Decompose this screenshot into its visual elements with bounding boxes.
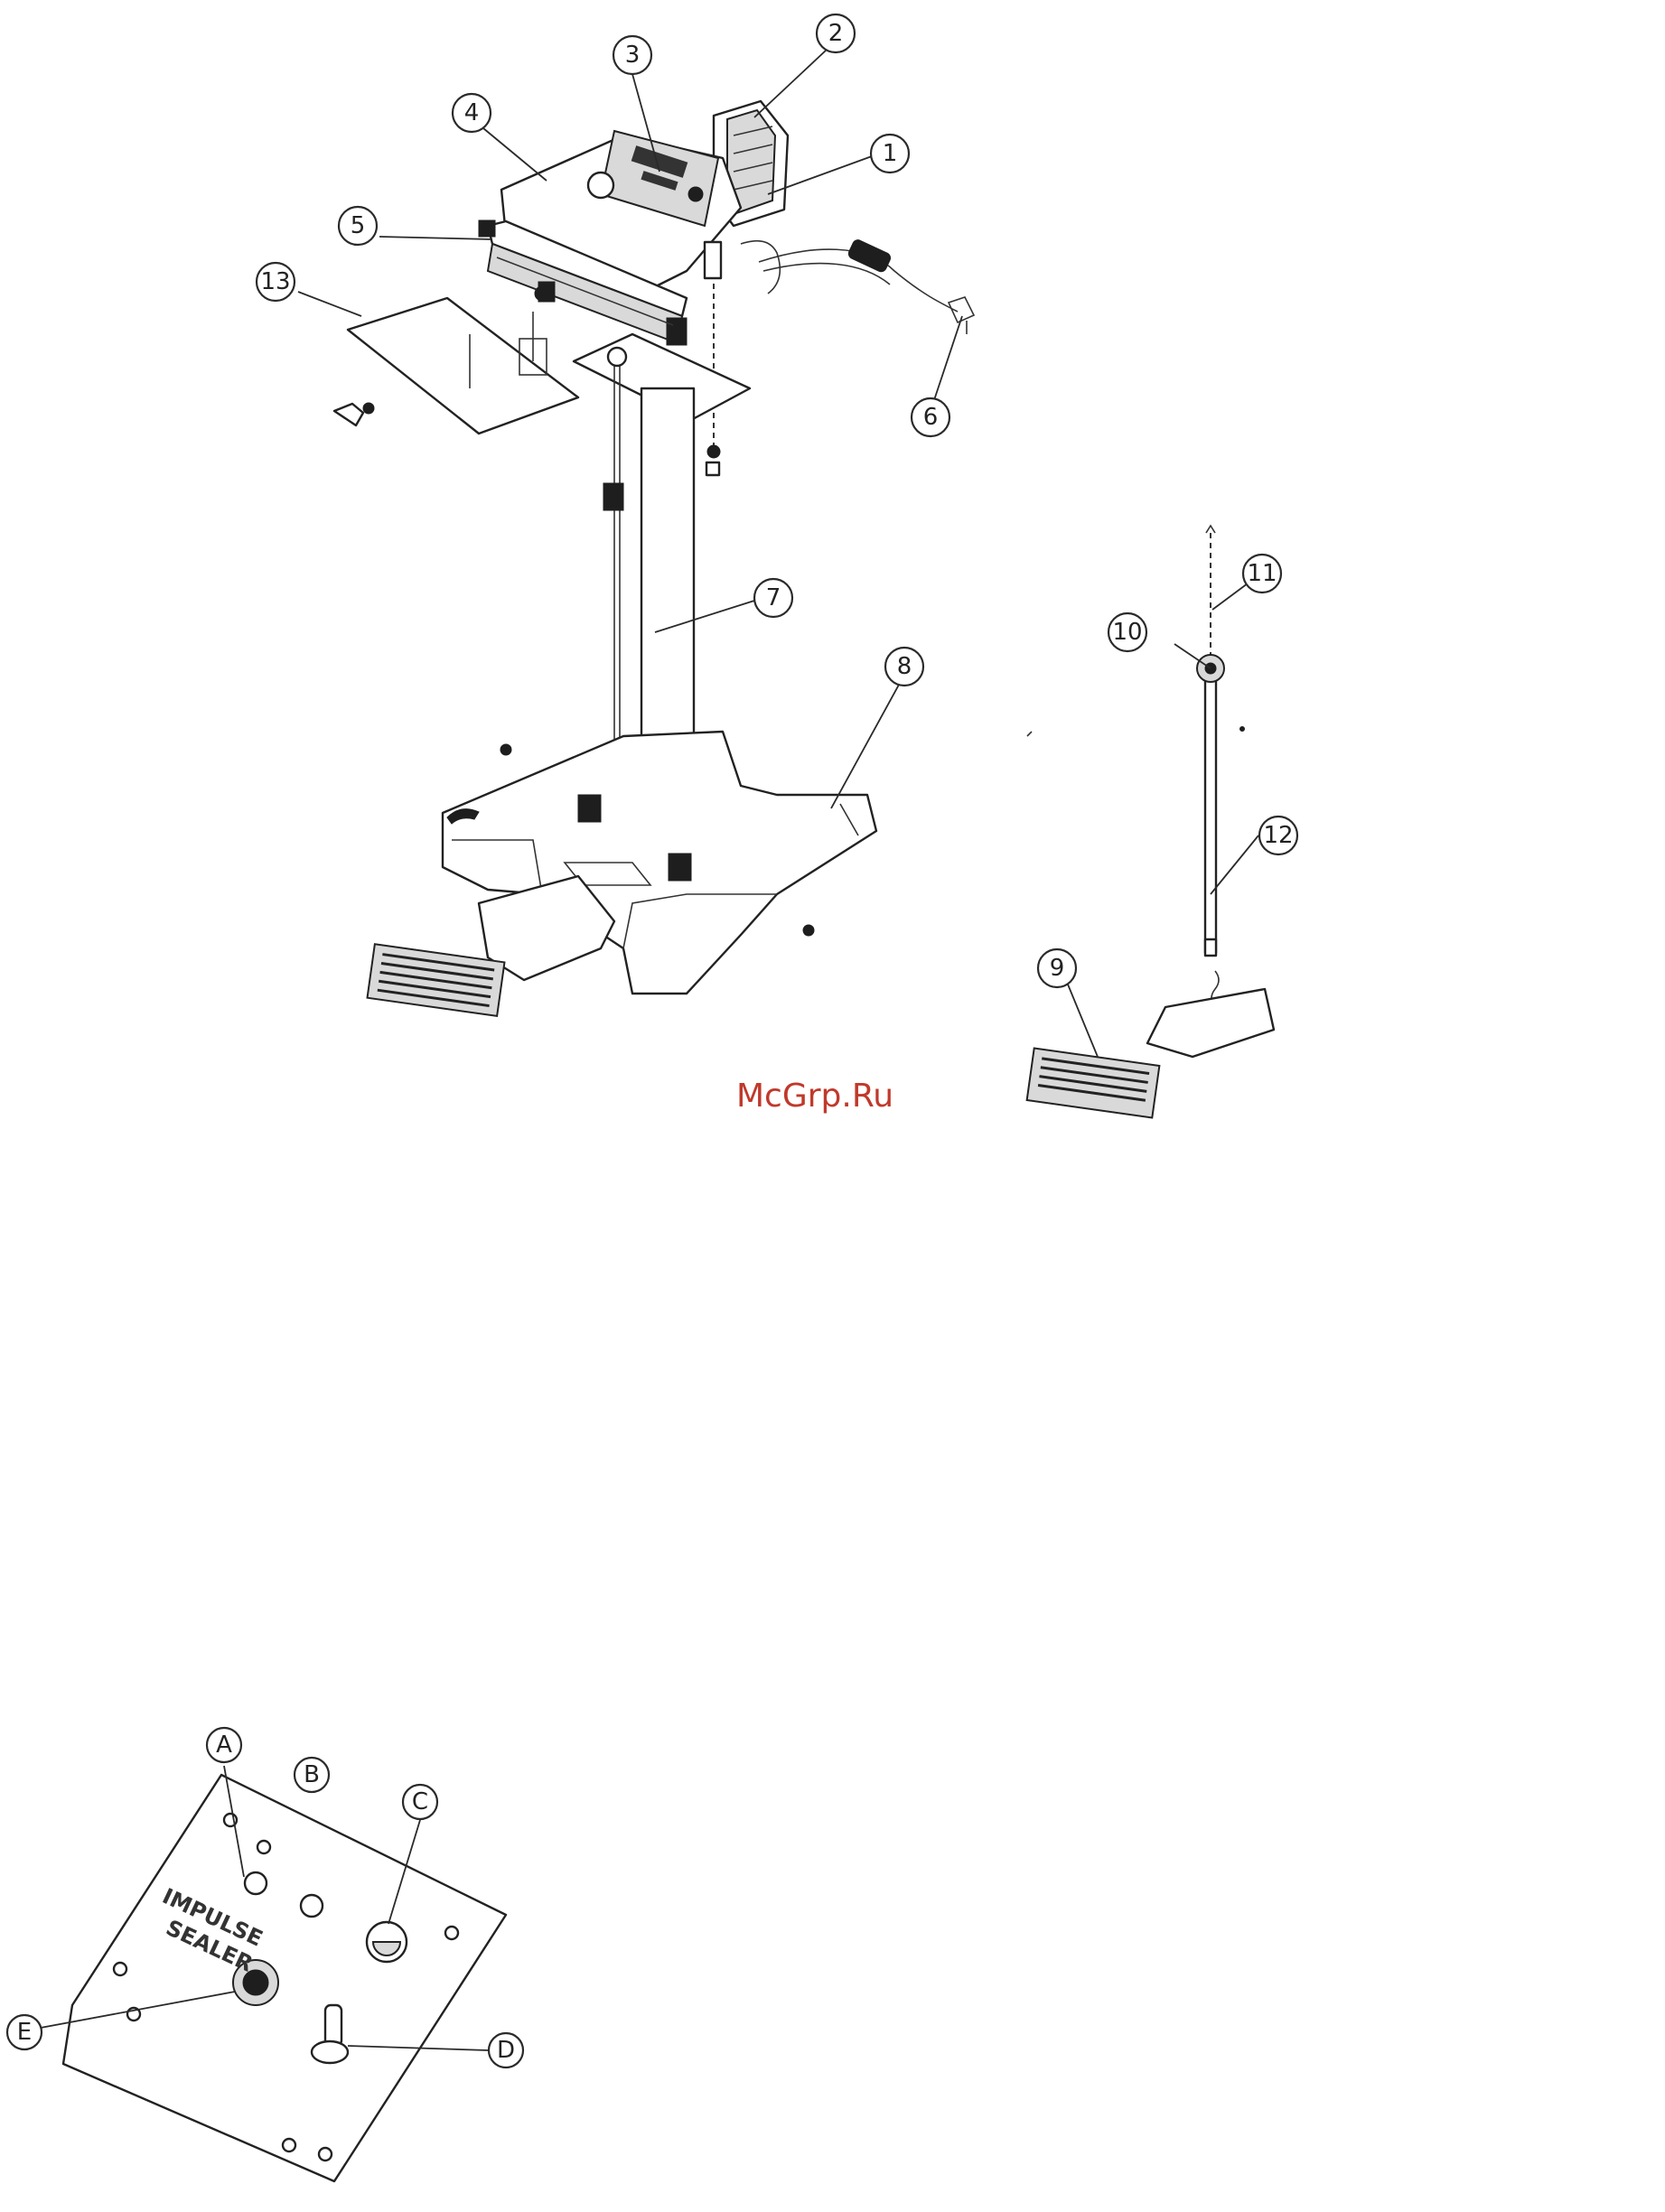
callout-5-label: 5: [351, 212, 366, 239]
callout-3-label: 3: [625, 42, 641, 69]
callout-D: D: [489, 2033, 523, 2067]
callout-13: 13: [257, 263, 295, 301]
callout-6-label: 6: [923, 404, 939, 431]
callout-B: B: [295, 1758, 329, 1792]
callout-4: 4: [453, 94, 491, 132]
callout-2-label: 2: [828, 20, 844, 47]
callout-9: 9: [1038, 949, 1076, 987]
callout-10: 10: [1108, 613, 1146, 651]
callout-A-label: A: [216, 1731, 232, 1759]
callout-E-label: E: [17, 2019, 32, 2046]
power-cord: [759, 238, 974, 334]
callout-E: E: [7, 2015, 42, 2049]
rod-pedal-detail: [1027, 526, 1274, 1117]
callout-5: 5: [339, 207, 377, 245]
callout-12: 12: [1259, 817, 1297, 854]
callout-B-label: B: [304, 1761, 320, 1788]
callout-4-label: 4: [464, 99, 480, 126]
callout-7-label: 7: [766, 584, 781, 611]
callout-9-label: 9: [1050, 955, 1065, 982]
callout-2: 2: [817, 14, 855, 52]
callout-6: 6: [912, 398, 949, 436]
foot-pedal-base: [368, 876, 614, 1016]
callout-8-label: 8: [897, 653, 912, 680]
callout-3: 3: [613, 36, 651, 74]
tray: [334, 286, 578, 434]
callout-10-label: 10: [1112, 619, 1142, 646]
callout-7: 7: [754, 579, 792, 617]
callout-11-label: 11: [1247, 560, 1277, 587]
callout-12-label: 12: [1263, 822, 1293, 849]
callout-C: C: [403, 1785, 437, 1819]
callout-D-label: D: [497, 2037, 515, 2064]
callout-1-label: 1: [883, 140, 898, 167]
callout-1: 1: [871, 135, 909, 173]
callout-8: 8: [885, 648, 923, 686]
watermark: McGrp.Ru: [736, 1078, 893, 1115]
callout-C-label: C: [412, 1788, 428, 1815]
callout-A: A: [207, 1728, 241, 1762]
pull-rod: [603, 348, 626, 786]
callout-13-label: 13: [260, 268, 290, 295]
callout-11: 11: [1243, 555, 1281, 593]
control-panel-detail: IMPULSE SEALER: [63, 1775, 506, 2181]
